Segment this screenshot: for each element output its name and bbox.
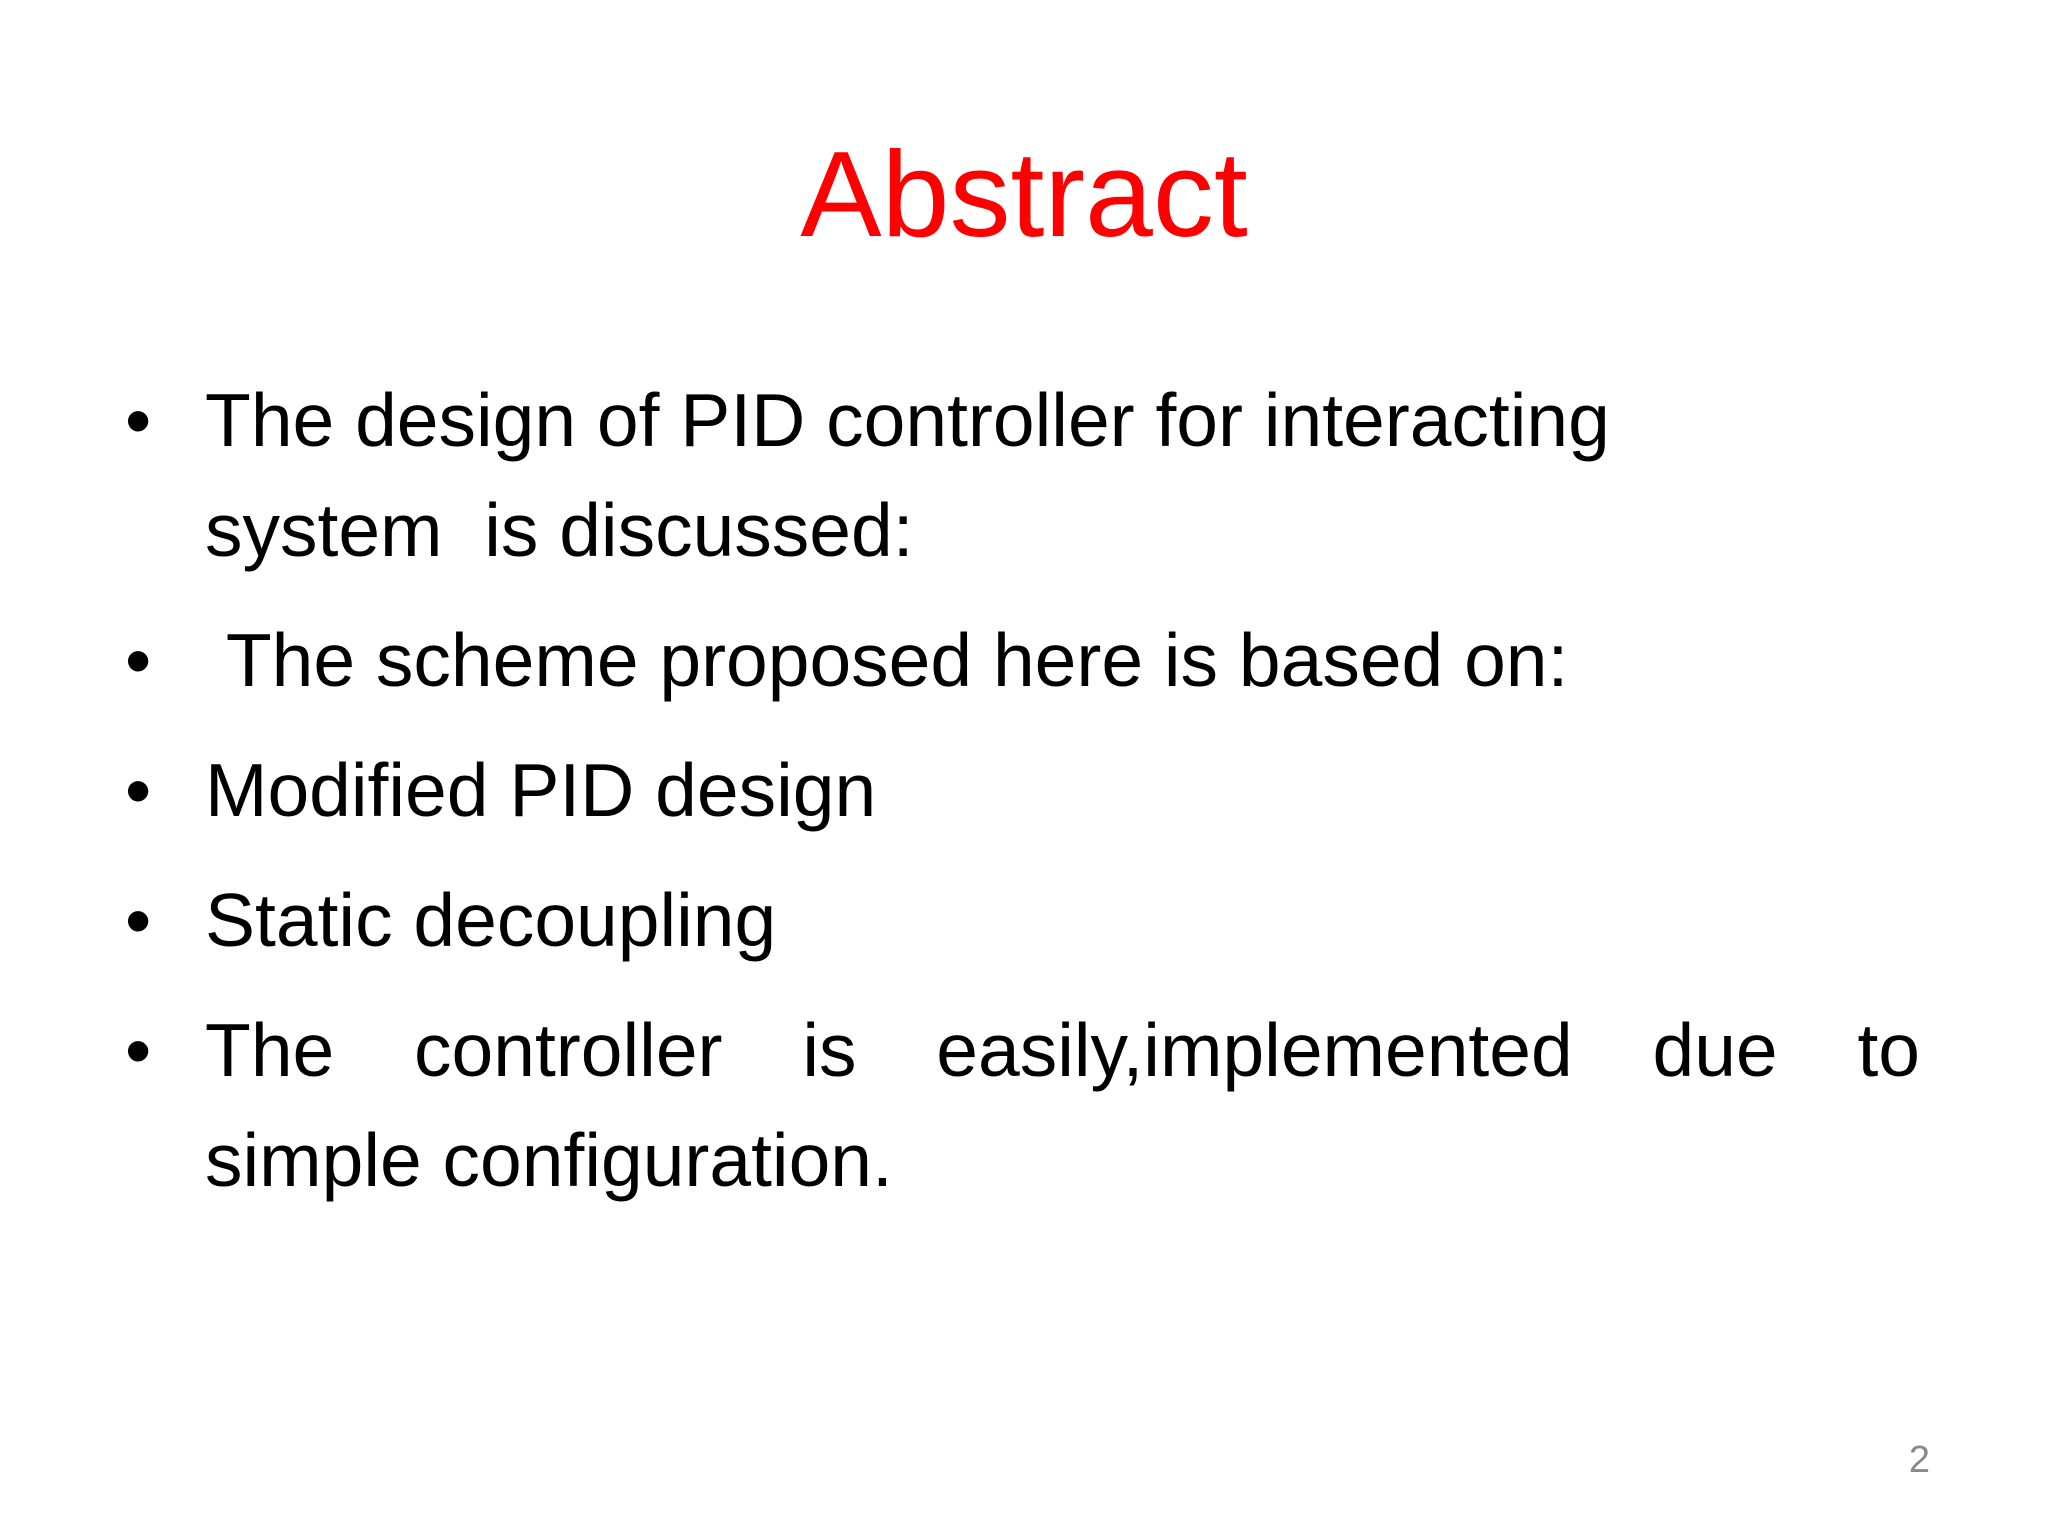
list-item: • Static decoupling <box>105 865 1920 975</box>
bullet-icon: • <box>125 618 152 702</box>
bullet-text: The design of PID controller for interac… <box>205 378 1610 462</box>
bullet-icon: • <box>125 748 152 832</box>
bullet-text: The controller is easily,implemented due… <box>205 1008 1920 1092</box>
list-item: • The controller is easily,implemented d… <box>105 995 1920 1215</box>
bullet-icon: • <box>125 1008 152 1092</box>
bullet-icon: • <box>125 378 152 462</box>
bullet-text: system is discussed: <box>205 488 914 572</box>
bullet-icon: • <box>125 878 152 962</box>
list-item: • The design of PID controller for inter… <box>105 365 1920 585</box>
bullet-text: Static decoupling <box>205 878 777 962</box>
list-item: • Modified PID design <box>105 735 1920 845</box>
list-item: • The scheme proposed here is based on: <box>105 605 1920 715</box>
bullet-text: simple configuration. <box>205 1118 893 1202</box>
bullet-text: Modified PID design <box>205 748 877 832</box>
page-number: 2 <box>1908 1439 1930 1481</box>
slide-title: Abstract <box>800 126 1248 262</box>
bullet-text: The scheme proposed here is based on: <box>205 618 1569 702</box>
bullet-list: • The design of PID controller for inter… <box>105 365 1920 1235</box>
